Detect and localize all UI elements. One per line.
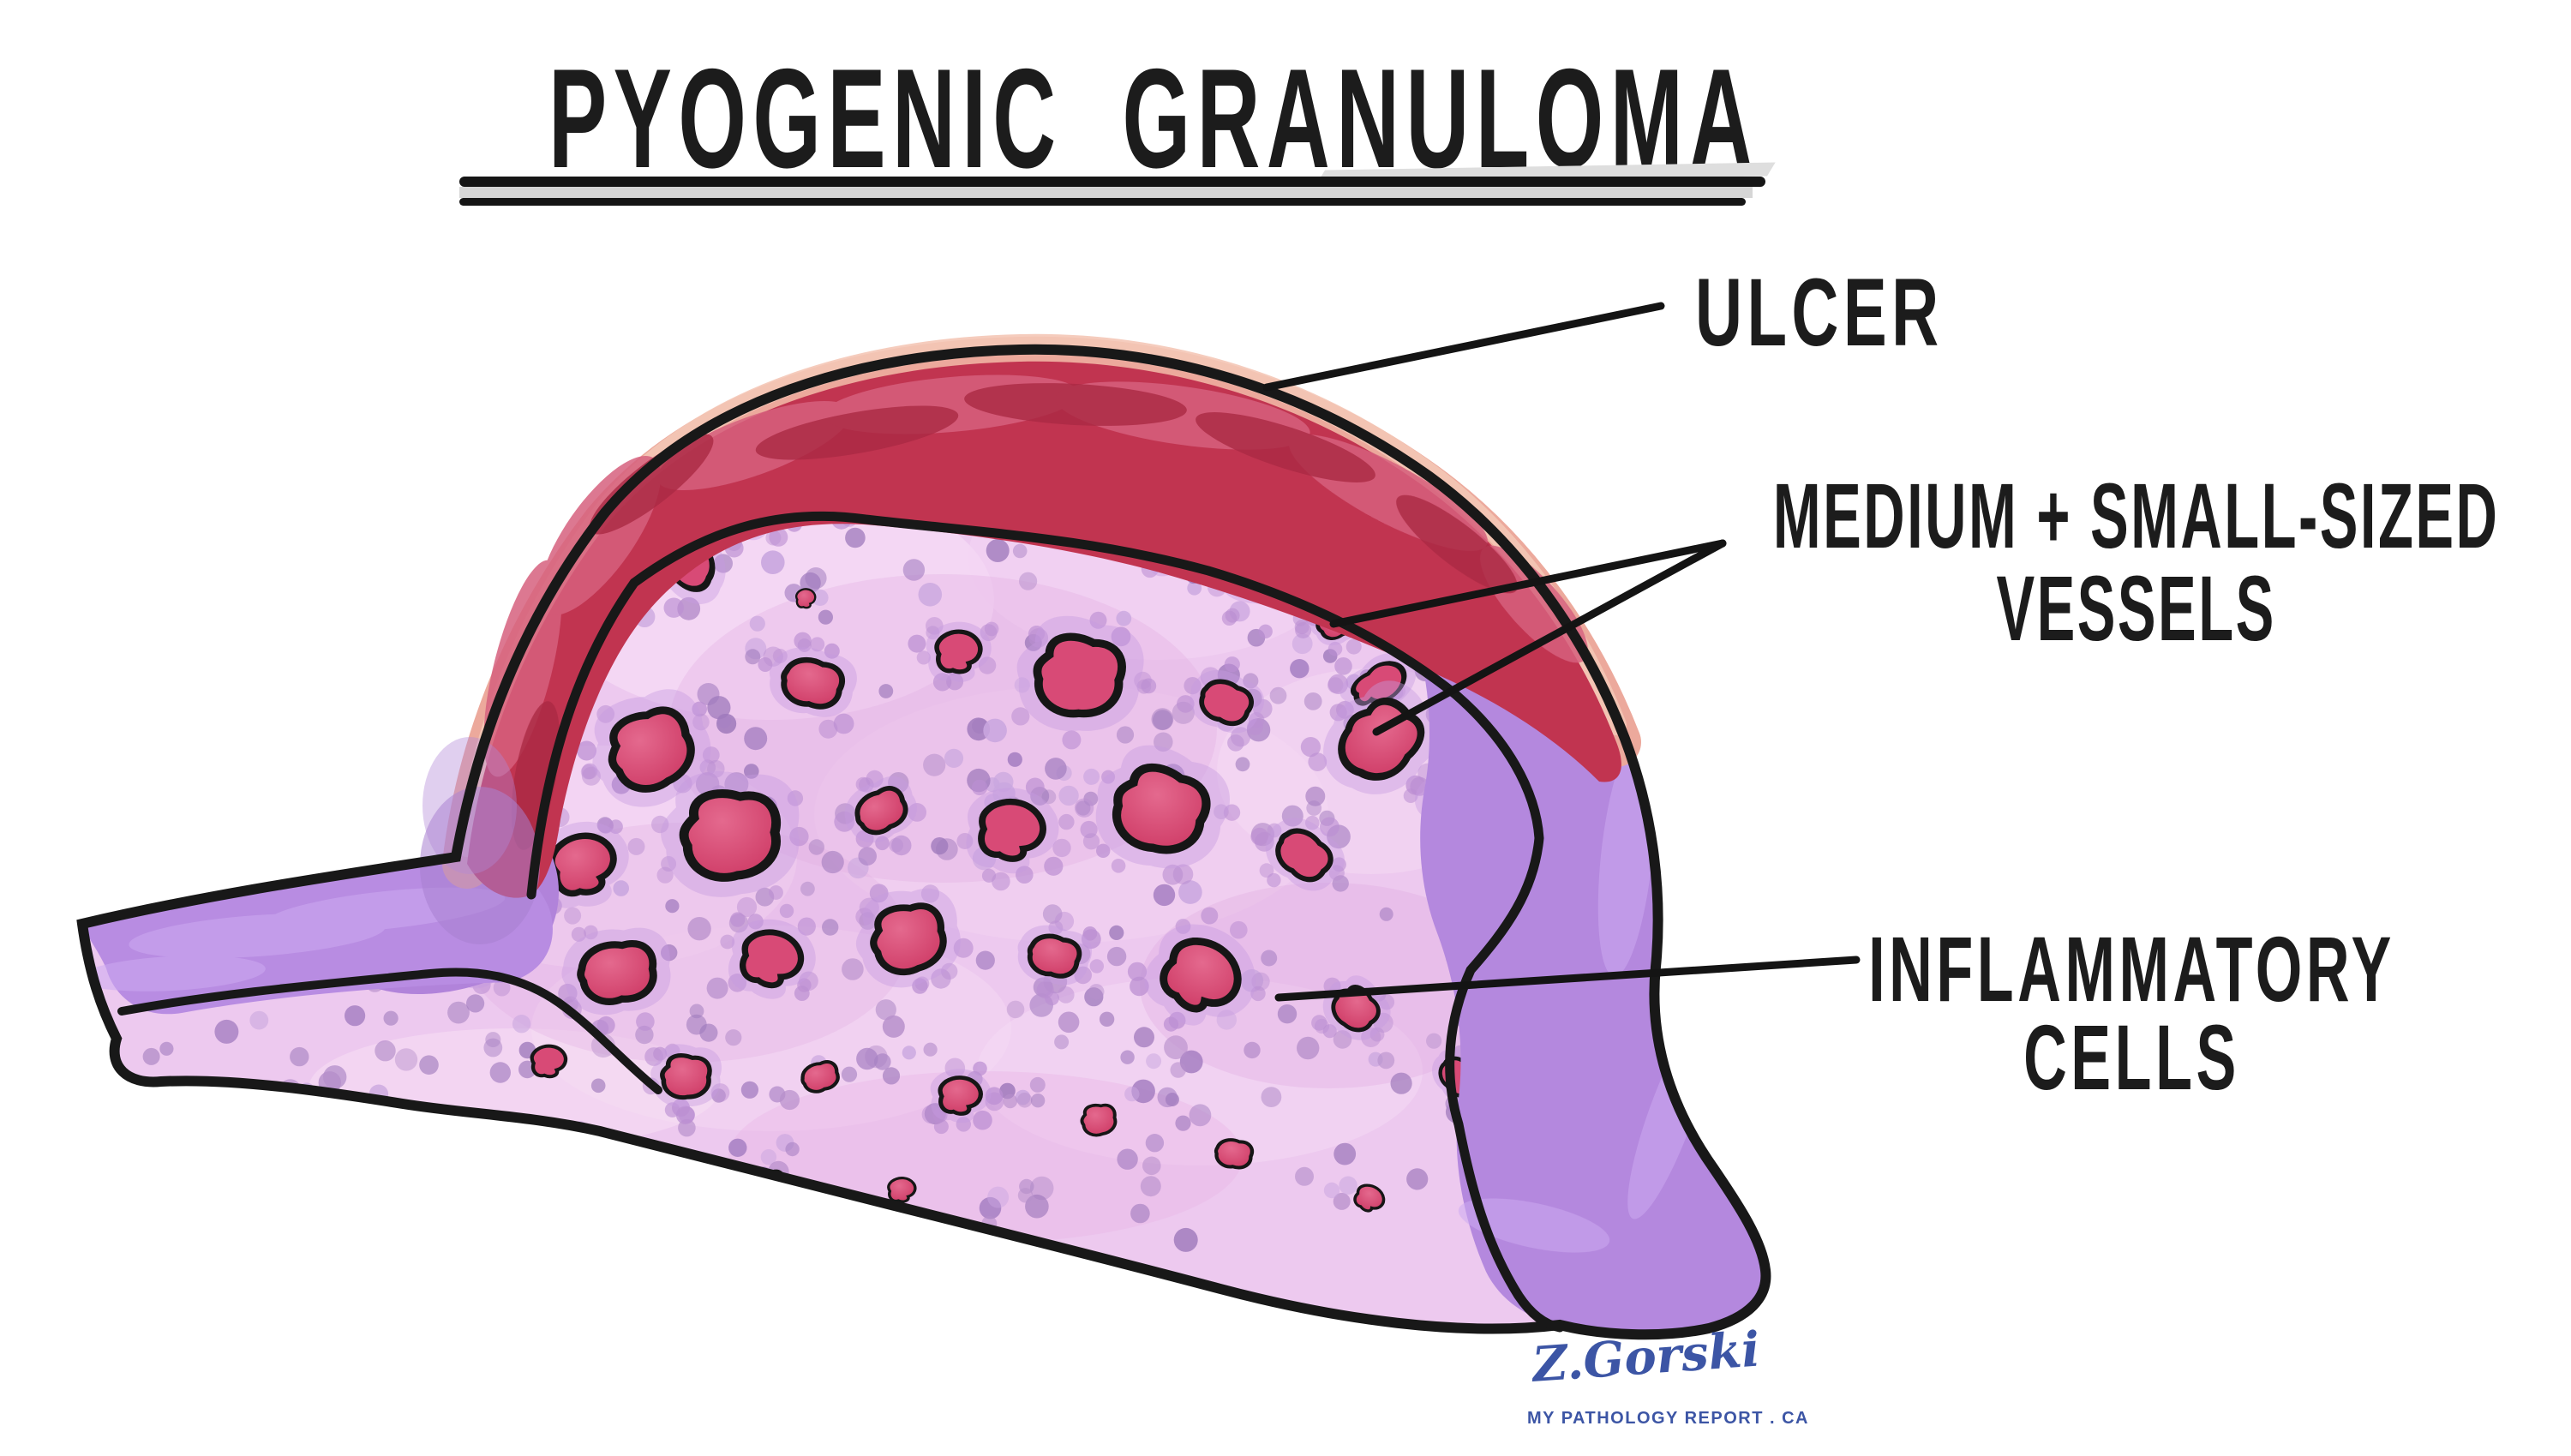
leader-lines <box>1262 302 1861 1002</box>
underline-bar-top <box>459 177 1765 187</box>
vessels-leader-line-medium <box>1372 539 1727 736</box>
title-underline <box>459 162 1776 206</box>
label-inflammatory-line1: INFLAMMATORY <box>1868 917 2395 1021</box>
stroma-lower-line <box>117 968 662 1094</box>
ulcer-leader-line <box>1262 302 1665 392</box>
label-inflammatory-cells: INFLAMMATORY CELLS <box>1825 917 2438 1109</box>
website-credit: MY PATHOLOGY REPORT . CA <box>1527 1409 1809 1428</box>
underline-bar-gray <box>459 187 1753 198</box>
label-vessels: MEDIUM + SMALL-SIZED VESSELS <box>1748 470 2524 655</box>
ink-outlines <box>82 350 1765 1334</box>
label-vessels-line1: MEDIUM + SMALL-SIZED <box>1772 464 2500 567</box>
label-inflammatory-line2: CELLS <box>2023 1004 2240 1109</box>
underline-bar-bottom <box>459 198 1747 206</box>
ulcer-crust <box>467 361 1621 898</box>
label-vessels-line2: VESSELS <box>1996 556 2276 660</box>
inflammatory-leader-line <box>1274 956 1861 1002</box>
inner-boundary-line <box>526 511 1565 1333</box>
vessels-leader-line-small <box>1329 539 1727 628</box>
label-ulcer: ULCER <box>1695 259 1944 366</box>
